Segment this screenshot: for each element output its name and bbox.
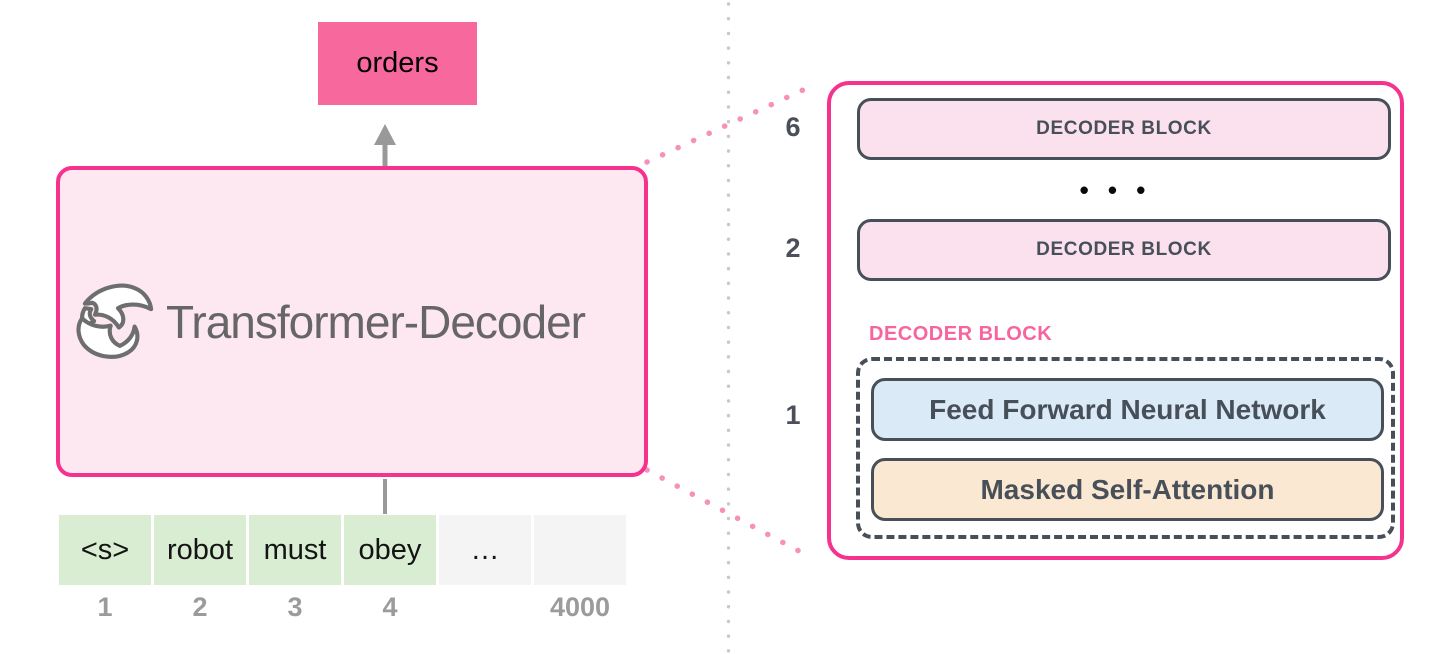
decoder-block-top: DECODER BLOCK	[857, 98, 1391, 160]
position-label: 2	[192, 592, 208, 622]
token-cell: obey	[344, 515, 436, 585]
decoder-block-middle: DECODER BLOCK	[857, 219, 1391, 281]
layer-number-6: 6	[785, 112, 801, 142]
token-cell: robot	[154, 515, 246, 585]
token-cell: <s>	[59, 515, 151, 585]
layer-number-1: 1	[785, 400, 801, 430]
stack-ellipsis: • • •	[1079, 175, 1152, 205]
position-label: 4000	[549, 592, 611, 622]
position-label: 4	[382, 592, 398, 622]
expanded-decoder-block-outline	[856, 357, 1395, 539]
token-cell: …	[439, 515, 531, 585]
decoder-stack-panel: DECODER BLOCK • • • DECODER BLOCK DECODE…	[827, 81, 1404, 560]
position-label: 3	[287, 592, 303, 622]
token-cell	[534, 515, 626, 585]
expanded-decoder-block-title: DECODER BLOCK	[869, 323, 1053, 345]
flame-logo-icon	[76, 283, 154, 359]
transformer-decoder-box: Transformer-Decoder	[56, 166, 648, 477]
token-cell: must	[249, 515, 341, 585]
feed-forward-box: Feed Forward Neural Network	[871, 378, 1384, 441]
zoom-connector-bottom	[644, 467, 815, 561]
output-arrow-icon	[374, 124, 396, 170]
output-token-box: orders	[318, 22, 477, 105]
position-label: 1	[97, 592, 113, 622]
model-title: Transformer-Decoder	[166, 295, 586, 348]
input-connector-line	[383, 479, 387, 514]
output-token-label: orders	[356, 47, 439, 79]
layer-number-2: 2	[785, 233, 801, 263]
masked-self-attention-box: Masked Self-Attention	[871, 458, 1384, 521]
